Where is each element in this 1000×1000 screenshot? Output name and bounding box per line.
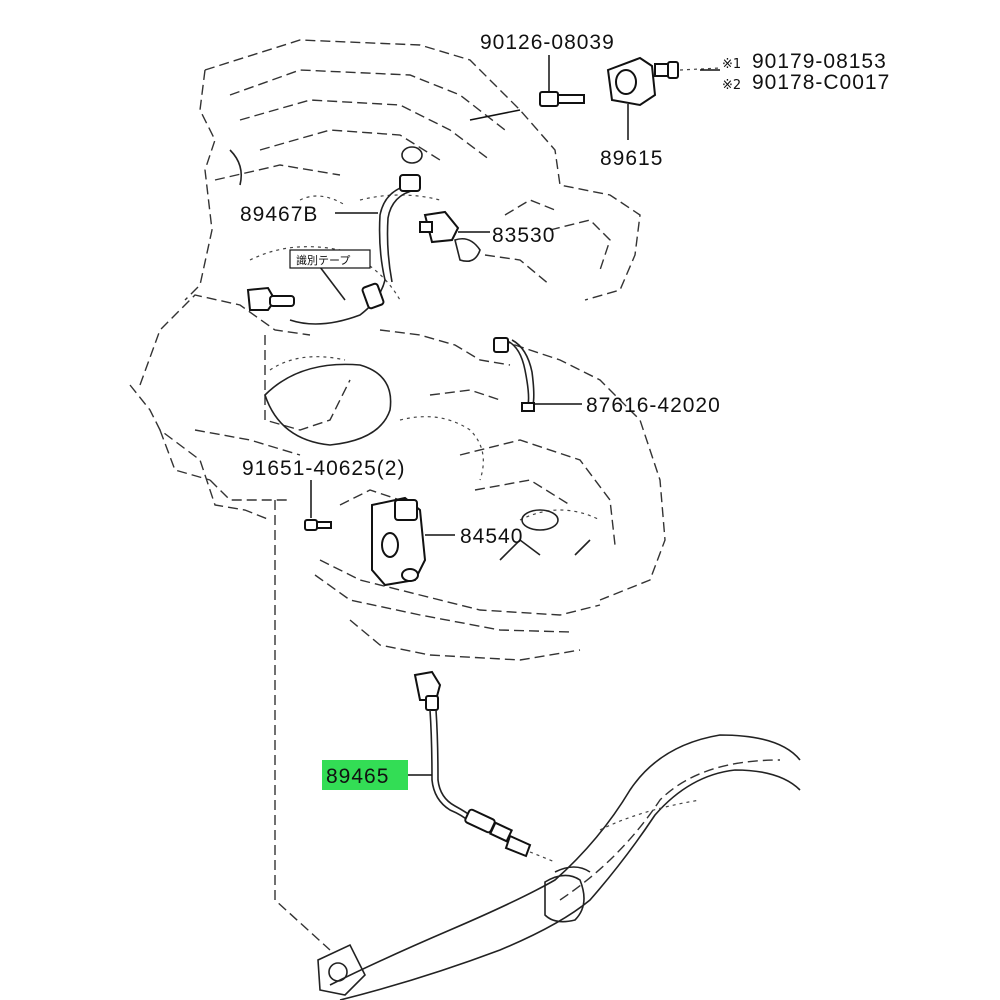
oxygen-sensor-89465[interactable] [408,670,556,863]
highlight-89465 [322,760,408,790]
knock-sensor-89615[interactable] [606,56,721,140]
label-87616-42020[interactable]: 87616-42020 [586,394,721,417]
note-mark-2: ※2 [722,78,741,93]
label-90178-c0017[interactable]: 90178-C0017 [752,71,890,94]
engine-interior-details [229,146,601,561]
label-89465[interactable]: 89465 [326,765,389,788]
exhaust-pipe [317,734,801,1000]
label-83530[interactable]: 83530 [492,224,555,247]
label-84540[interactable]: 84540 [460,525,523,548]
oxygen-sensor-89467b[interactable] [246,174,421,325]
label-91651-40625[interactable]: 91651-40625(2) [242,457,405,480]
bolt-91651[interactable] [304,480,332,531]
flange-leader-line [274,500,331,951]
note-mark-1: ※1 [722,57,741,72]
part-labels: 90126-08039 ※1 90179-08153 ※2 90178-C001… [240,31,890,790]
label-89467b[interactable]: 89467B [240,203,318,226]
neutral-start-switch-84540[interactable] [371,496,455,587]
oil-pressure-switch-83530[interactable] [419,210,490,244]
stud-bolt-90126[interactable] [539,55,585,107]
identification-tape-note: 識別テープ [289,249,371,269]
label-90126-08039[interactable]: 90126-08039 [480,31,615,54]
engine-block-outline [129,39,666,661]
label-90179-08153[interactable]: 90179-08153 [752,50,887,73]
leader-engine-top [469,109,521,121]
label-89615[interactable]: 89615 [600,147,663,170]
wire-87616-42020[interactable] [493,337,582,412]
tape-note-text: 識別テープ [296,254,350,267]
